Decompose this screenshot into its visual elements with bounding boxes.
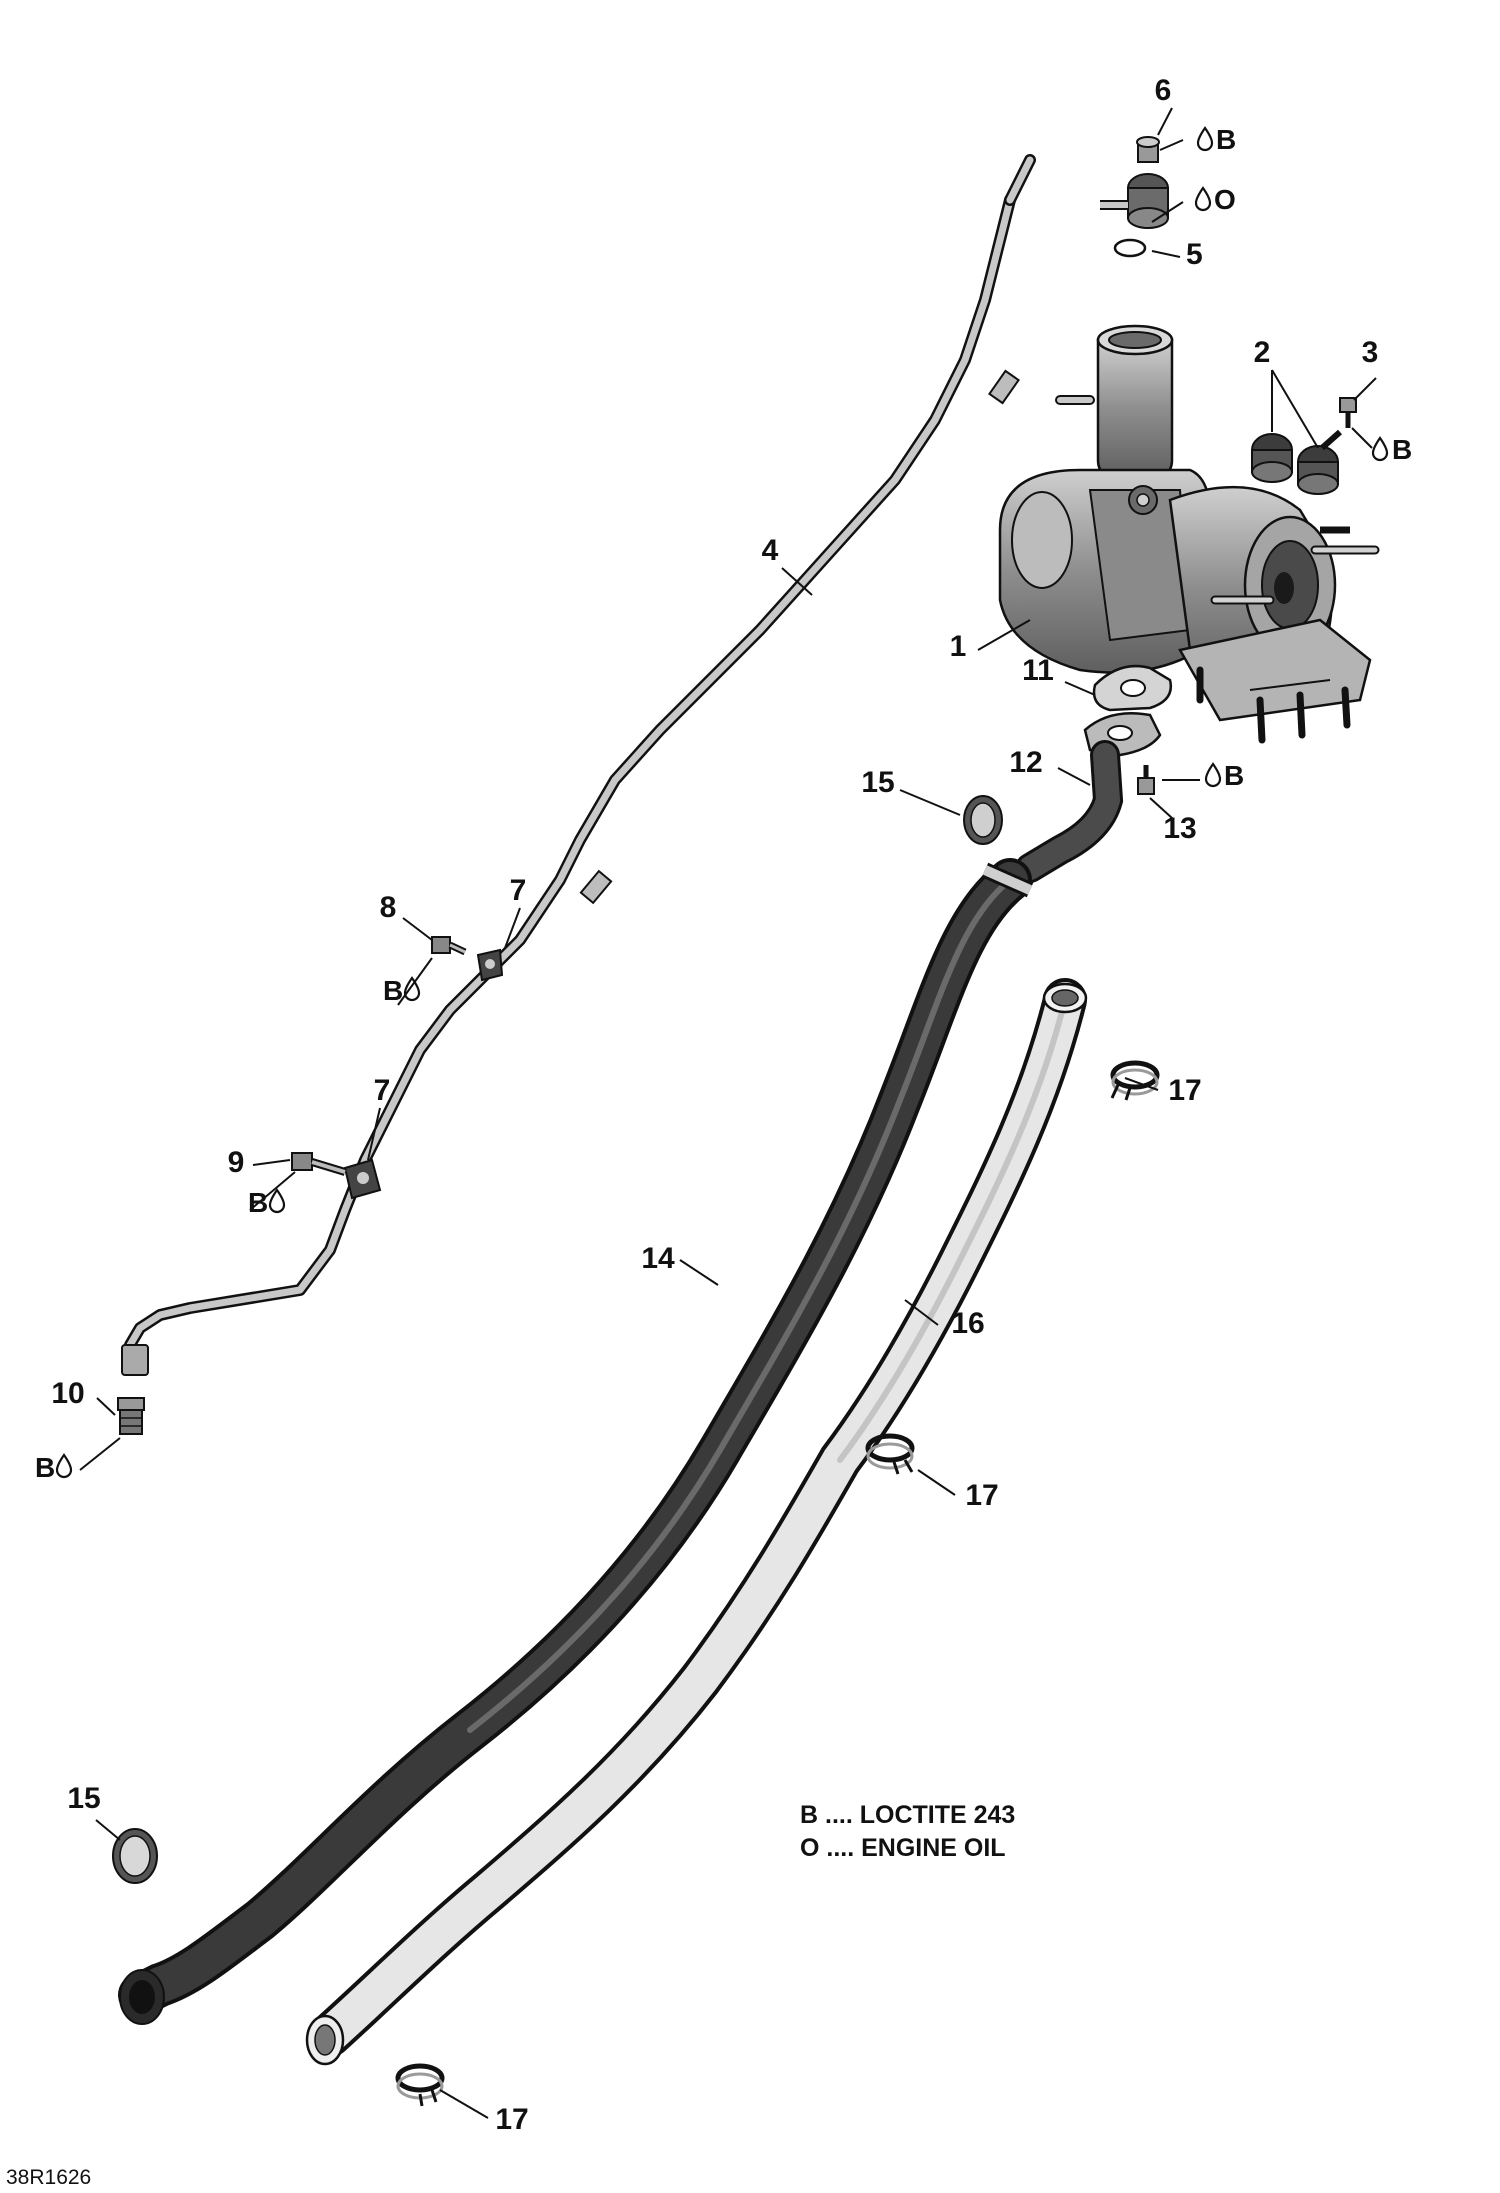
drop-icon [55, 1453, 73, 1479]
part-10-adapter [117, 1397, 145, 1435]
callout-7-upper: 7 [510, 874, 527, 907]
adhesive-codes: B O B B B B B [35, 124, 1412, 1483]
callout-7-lower: 7 [374, 1074, 391, 1107]
code-b-9: B [248, 1187, 268, 1218]
legend-loctite: B .... LOCTITE 243 [800, 1801, 1015, 1829]
drop-icon [1196, 126, 1214, 152]
callout-16: 16 [951, 1307, 984, 1340]
legend-engine-oil: O .... ENGINE OIL [800, 1834, 1006, 1862]
part-6-bolt [1136, 136, 1160, 163]
part-8-bolt [431, 936, 467, 956]
drop-symbols [55, 126, 1389, 1479]
callout-2: 2 [1254, 336, 1271, 369]
drop-icon [1194, 186, 1212, 212]
callout-17-bottom: 17 [495, 2103, 528, 2136]
code-o-5: O [1214, 184, 1236, 215]
part-15-clamp-upper [963, 795, 1003, 845]
part-2-plugs [1251, 429, 1342, 495]
callout-3: 3 [1362, 336, 1379, 369]
code-b-10: B [35, 1452, 55, 1483]
part-17-clamp-top [1110, 1060, 1160, 1101]
part-17-clamp-middle [865, 1433, 915, 1475]
callout-11: 11 [1022, 654, 1054, 687]
reference-code: 38R1626 [6, 2166, 91, 2189]
callout-numbers: 6 5 2 3 4 1 11 12 15 13 7 8 7 9 17 14 16… [51, 74, 1378, 2136]
part-14-oil-return-hose [118, 858, 1034, 2025]
part-16-hose [305, 978, 1088, 2066]
legend: B .... LOCTITE 243 O .... ENGINE OIL [800, 1801, 1015, 1862]
part-15-clamp-lower [112, 1828, 158, 1884]
callout-9: 9 [228, 1146, 245, 1179]
drop-icon [403, 976, 421, 1002]
drop-icon [268, 1188, 286, 1214]
oil-feed-line [121, 154, 1169, 1376]
callout-12: 12 [1009, 746, 1042, 779]
code-b-3: B [1392, 434, 1412, 465]
part-17-clamp-bottom [395, 2063, 445, 2107]
callout-17-middle: 17 [965, 1479, 998, 1512]
callout-8: 8 [380, 891, 397, 924]
drop-icon [1371, 436, 1389, 462]
leader-lines [79, 107, 1377, 2119]
callout-15-lower: 15 [67, 1782, 100, 1815]
callout-14: 14 [641, 1242, 675, 1275]
callout-1: 1 [950, 630, 967, 663]
part-7-bracket-lower [343, 1158, 382, 1200]
part-7-bracket-upper [476, 948, 504, 982]
part-12-oil-return-elbow [1015, 712, 1162, 883]
callout-4: 4 [762, 534, 779, 567]
part-3-screw [1339, 397, 1357, 428]
callout-13: 13 [1163, 812, 1196, 845]
part-11-gasket [1092, 664, 1173, 712]
callout-10: 10 [51, 1377, 84, 1410]
callout-15-upper: 15 [861, 766, 894, 799]
drop-icon [1204, 762, 1222, 788]
callout-5: 5 [1186, 238, 1203, 271]
code-b-6: B [1216, 124, 1236, 155]
callout-6: 6 [1155, 74, 1172, 107]
part-5-o-ring [1113, 238, 1147, 258]
part-9-bolt [291, 1152, 347, 1176]
callout-17-top: 17 [1168, 1074, 1201, 1107]
part-1-turbocharger [998, 324, 1380, 744]
code-b-8: B [383, 975, 403, 1006]
code-b-13: B [1224, 760, 1244, 791]
part-13-screw [1137, 765, 1155, 795]
